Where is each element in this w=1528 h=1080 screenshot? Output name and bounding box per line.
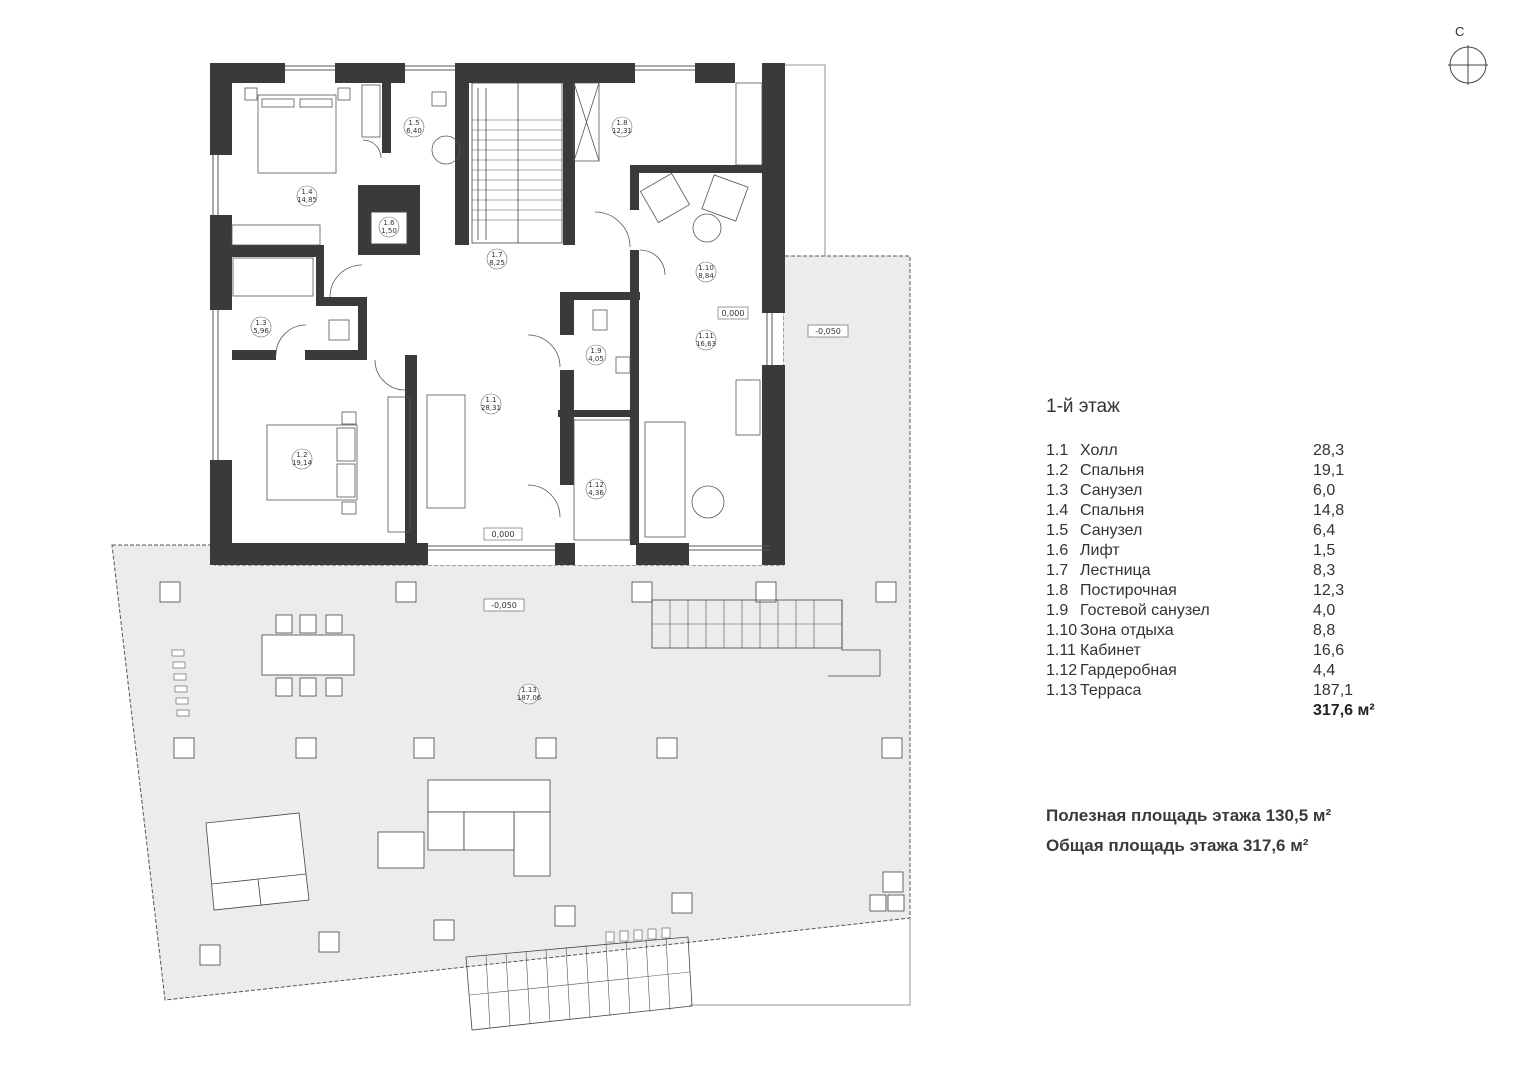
room-label-num: 1.10 — [698, 264, 714, 272]
house-interior — [212, 63, 783, 565]
room-labels: 1.4 14,85 1.5 6,40 1.8 12,31 1.6 1,50 1.… — [250, 116, 717, 705]
legend-title: 1-й этаж — [1046, 396, 1120, 417]
useful-area-summary: Полезная площадь этажа 130,5 м² — [1046, 806, 1332, 825]
entry-stair — [465, 936, 693, 1031]
room-label-area: 19,14 — [292, 459, 313, 467]
terrace-stair-treads — [652, 600, 842, 648]
doors — [275, 139, 666, 518]
outdoor-sofa — [427, 779, 551, 813]
room-label-area: 5,96 — [253, 327, 269, 335]
level-mark: -0,050 — [491, 601, 517, 610]
room-label-num: 1.7 — [491, 251, 502, 259]
legend-total: 317,6 м² — [1313, 702, 1375, 719]
armchair-1 — [639, 172, 691, 224]
level-mark: -0,050 — [815, 327, 841, 336]
terrace-furniture — [205, 614, 551, 911]
site-boundary — [783, 64, 826, 256]
room-label-area: 4,05 — [588, 355, 604, 363]
room-label-area: 14,85 — [297, 196, 317, 204]
room-label-area: 12,31 — [612, 127, 632, 135]
floor-plan: 1.4 14,85 1.5 6,40 1.8 12,31 1.6 1,50 1.… — [111, 63, 911, 1031]
room-label-num: 1.4 — [301, 188, 313, 196]
room-label-area: 4,36 — [588, 489, 604, 497]
stair-treads — [472, 119, 562, 221]
wardrobe-1-2 — [387, 396, 411, 533]
level-marks: 0,000 -0,050 0,000 -0,050 — [483, 306, 849, 612]
dining-table — [261, 634, 355, 676]
compass-north-label: С — [1455, 24, 1465, 39]
room-label-num: 1.11 — [698, 332, 714, 340]
room-label-num: 1.9 — [590, 347, 601, 355]
level-mark: 0,000 — [492, 530, 515, 539]
columns — [159, 581, 905, 966]
room-label-area: 187,06 — [517, 694, 542, 702]
room-label-num: 1.6 — [383, 219, 395, 227]
sofa-hall — [426, 394, 466, 509]
entry-stair-treads — [469, 937, 691, 1029]
windows — [212, 65, 773, 551]
room-label-num: 1.3 — [255, 319, 266, 327]
compass-icon — [1448, 45, 1488, 85]
bed-1-4 — [257, 94, 337, 174]
furniture — [231, 82, 763, 541]
sunbed — [205, 812, 310, 911]
room-label-area: 6,40 — [406, 127, 422, 135]
bed-1-2 — [266, 424, 358, 501]
room-label-area: 16,63 — [696, 340, 716, 348]
room-label-area: 8,84 — [698, 272, 714, 280]
room-label-area: 28,31 — [481, 404, 501, 412]
armchair-2 — [701, 174, 749, 222]
room-label-num: 1.12 — [588, 481, 604, 489]
interior-walls — [232, 63, 762, 545]
room-label-num: 1.5 — [408, 119, 419, 127]
legend-total-row: 317,6 м² — [1046, 702, 1446, 722]
planters — [171, 649, 671, 943]
site-boundary-lower — [690, 918, 911, 1006]
room-label-num: 1.1 — [485, 396, 496, 404]
desk — [735, 379, 761, 436]
level-mark: 0,000 — [722, 309, 745, 318]
outer-walls — [210, 63, 785, 565]
room-label-num: 1.13 — [521, 686, 537, 694]
wardrobe-1-4 — [231, 224, 321, 246]
room-label-num: 1.2 — [296, 451, 307, 459]
room-label-area: 8,25 — [489, 259, 505, 267]
room-label-num: 1.8 — [616, 119, 627, 127]
interior-stair — [471, 82, 563, 244]
total-area-summary: Общая площадь этажа 317,6 м² — [1046, 836, 1309, 855]
room-label-area: 1,50 — [381, 227, 397, 235]
sofa-office — [644, 421, 686, 538]
